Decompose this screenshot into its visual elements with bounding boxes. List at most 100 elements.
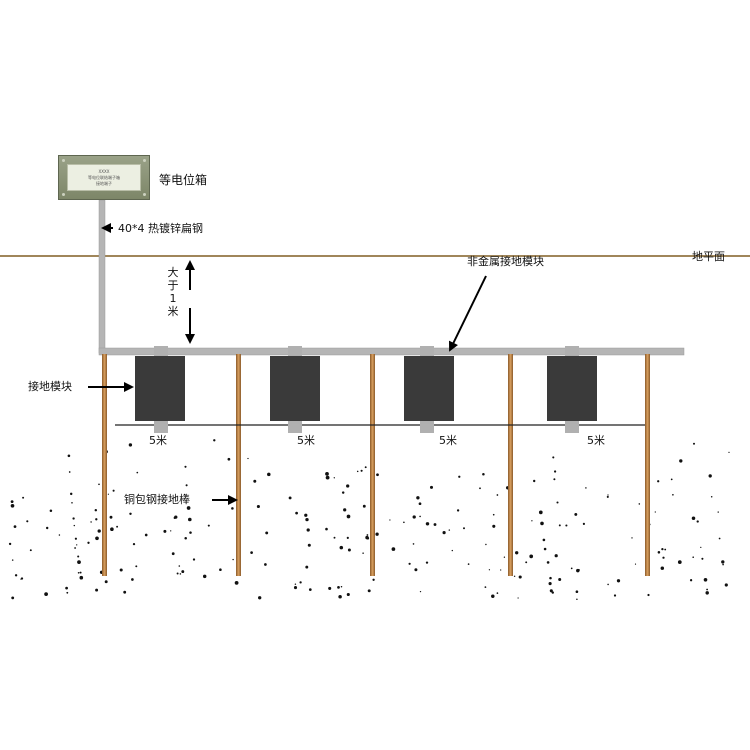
screw-icon	[62, 159, 65, 162]
soil-dot	[87, 541, 90, 544]
screw-icon	[62, 193, 65, 196]
soil-dot	[305, 517, 309, 522]
soil-dot	[328, 586, 332, 590]
soil-dot	[144, 533, 148, 537]
soil-dot	[661, 547, 664, 551]
copper-rods	[102, 354, 650, 576]
soil-dot	[529, 554, 534, 559]
soil-dot	[77, 571, 80, 574]
soil-dot	[202, 574, 207, 579]
soil-dot	[496, 592, 499, 594]
soil-dot	[308, 588, 312, 591]
soil-dot	[253, 479, 257, 483]
soil-dot	[10, 503, 15, 508]
plate-line-1: XXXX	[98, 168, 110, 174]
soil-dot	[375, 532, 379, 536]
soil-dot	[325, 472, 329, 476]
soil-dot	[574, 512, 578, 516]
soil-dot	[119, 568, 123, 572]
soil-dot	[325, 475, 330, 480]
soil-dot	[553, 478, 556, 481]
soil-dot	[575, 590, 579, 594]
soil-dot	[376, 473, 379, 477]
soil-dot	[606, 495, 609, 498]
soil-dot	[179, 573, 182, 575]
soil-dot	[463, 527, 465, 530]
soil-dot	[360, 469, 363, 472]
soil-dot	[362, 552, 364, 554]
soil-dot	[496, 494, 499, 496]
soil-dot	[131, 578, 134, 581]
grounding-module	[404, 356, 454, 421]
soil-dot	[613, 594, 617, 597]
copper-rod	[236, 354, 241, 576]
soil-dot	[701, 557, 704, 560]
soil-dot	[250, 551, 253, 554]
soil-dot	[181, 570, 185, 574]
soil-dot	[724, 583, 728, 587]
soil-dot	[638, 503, 641, 505]
soil-dot	[689, 579, 693, 582]
soil-dot	[664, 548, 667, 551]
soil-dot	[65, 586, 68, 590]
soil-dot	[232, 558, 234, 561]
soil-dot	[294, 583, 297, 585]
soil-dot	[718, 537, 721, 540]
soil-dot	[708, 474, 712, 478]
soil-dot	[173, 516, 176, 520]
soil-dot	[66, 591, 69, 594]
soil-dot	[67, 454, 71, 458]
soil-dot	[366, 536, 370, 540]
soil-dot	[448, 529, 451, 531]
soil-dot	[72, 517, 75, 520]
soil-dot	[74, 547, 77, 549]
soil-dot	[77, 555, 80, 558]
soil-dot	[670, 478, 673, 481]
soil-dot	[728, 451, 730, 454]
module-clamp-bottom	[420, 419, 434, 433]
soil-dot	[77, 560, 81, 564]
soil-dot	[366, 534, 369, 536]
soil-dot	[69, 492, 73, 496]
soil-dot	[364, 466, 367, 469]
soil-dot	[458, 475, 461, 478]
soil-dot	[10, 500, 14, 504]
soil-dot	[44, 592, 48, 596]
soil-dot	[492, 513, 495, 516]
soil-dot	[565, 524, 568, 527]
soil-dot	[346, 514, 351, 519]
spacing-label-2: 5米	[297, 434, 315, 447]
soil-dot	[97, 529, 101, 533]
soil-dot	[419, 590, 422, 593]
ground-level-label: 地平面	[692, 250, 725, 263]
soil-dot	[556, 501, 559, 504]
equipotential-box-plate: XXXX 等电位联结端子箱 接地端子	[67, 164, 141, 191]
soil-dot	[183, 493, 186, 496]
soil-dot	[576, 568, 580, 573]
depth-label: 大于1米	[167, 266, 179, 318]
soil-dot	[721, 560, 725, 564]
soil-dot	[76, 544, 78, 546]
module-clamp-bottom	[288, 419, 302, 433]
soil-dot	[306, 528, 310, 532]
soil-dot	[488, 569, 491, 571]
soil-dot	[116, 525, 119, 528]
soil-dot	[582, 522, 586, 526]
soil-dot	[672, 493, 674, 496]
copper-rod	[370, 354, 375, 576]
soil-dot	[389, 519, 391, 521]
soil-dot	[442, 531, 446, 535]
module-clamp-top	[420, 346, 434, 359]
module-clamp-top	[154, 346, 168, 359]
soil-dot	[391, 547, 396, 551]
copper-rod-label: 铜包钢接地棒	[124, 493, 190, 506]
copper-rod	[508, 354, 513, 576]
soil-dot	[576, 598, 578, 600]
soil-dot	[456, 509, 460, 512]
soil-dot	[128, 443, 133, 447]
soil-dot	[518, 575, 522, 579]
soil-dot	[184, 536, 187, 540]
soil-dot	[256, 504, 260, 509]
soil-dot	[20, 578, 22, 580]
